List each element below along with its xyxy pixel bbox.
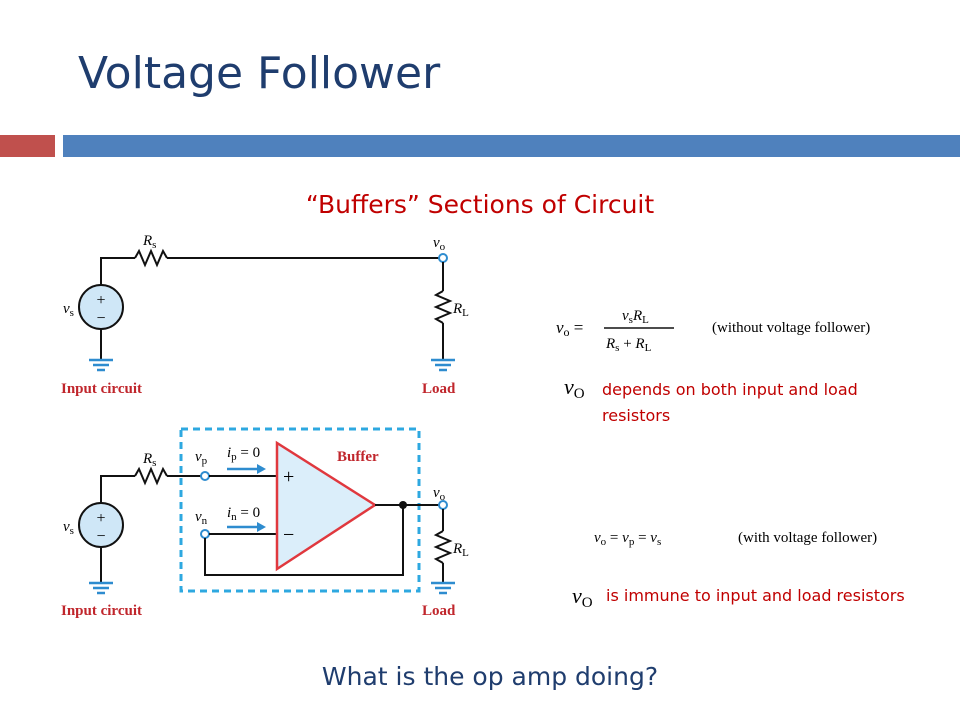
svg-text:Rs + RL: Rs + RL: [605, 336, 652, 354]
rs-label: Rs: [142, 233, 156, 251]
title-underline-blue: [63, 135, 960, 157]
vo-symbol: vO: [564, 374, 585, 402]
load-caption: Load: [422, 381, 456, 397]
svg-text:vsRL: vsRL: [622, 308, 649, 326]
op-amp: [275, 440, 378, 572]
voltage-follower-circuit-diagram: + − + − Rs vp vn ip = 0 in = 0 Buffer vo…: [61, 427, 469, 619]
voltage-source: [78, 284, 124, 330]
question-text: What is the op amp doing?: [321, 662, 659, 691]
svg-text:vO: vO: [564, 374, 585, 402]
opamp-minus: −: [283, 524, 294, 546]
vp-terminal: [200, 471, 210, 481]
rl-label: RL: [452, 541, 469, 559]
top-wire-left: [100, 257, 135, 285]
source-plus: +: [96, 510, 105, 527]
svg-text:(without voltage follower): (without voltage follower): [712, 320, 870, 336]
svg-text:(with voltage follower): (with voltage follower): [738, 530, 877, 546]
slide-title: Voltage Follower: [78, 48, 441, 99]
svg-text:vo =: vo =: [556, 318, 583, 339]
buffer-box: [179, 427, 421, 593]
ground-icon: [89, 581, 113, 595]
ground-icon: [431, 581, 455, 595]
ip-arrow-icon: [227, 464, 266, 474]
svg-text:vo = vp = vs: vo = vp = vs: [594, 530, 661, 548]
ground-icon: [89, 358, 113, 372]
in-label: in = 0: [227, 505, 260, 523]
source-minus: −: [96, 310, 105, 327]
load-caption: Load: [422, 603, 456, 619]
input-circuit-caption: Input circuit: [61, 381, 142, 397]
vp-label: vp: [195, 449, 208, 467]
note-immune: is immune to input and load resistors: [606, 586, 905, 605]
buffer-label: Buffer: [337, 449, 379, 465]
equation-with-follower: vo = vp = vs (with voltage follower): [594, 530, 877, 548]
rs-resistor: [134, 248, 168, 268]
vo-label: vo: [433, 235, 446, 253]
opamp-plus: +: [283, 466, 294, 488]
equation-without-follower: vo = vsRL Rs + RL (without voltage follo…: [556, 308, 870, 354]
input-circuit-caption: Input circuit: [61, 603, 142, 619]
rl-label: RL: [452, 301, 469, 319]
vn-terminal: [200, 529, 210, 539]
vn-label: vn: [195, 509, 208, 527]
source-minus: −: [96, 528, 105, 545]
feedback-wire: [204, 505, 404, 576]
rl-resistor: [433, 530, 453, 564]
ip-label: ip = 0: [227, 445, 260, 463]
title-underline-red: [0, 135, 55, 157]
source-plus: +: [96, 292, 105, 309]
ground-icon: [431, 358, 455, 372]
voltage-source: [78, 502, 124, 548]
svg-text:vO: vO: [572, 583, 593, 611]
input-load-circuit-diagram: + − Rs vo RL vs Input circuit Load: [61, 233, 469, 397]
slide-subtitle: “Buffers” Sections of Circuit: [305, 190, 655, 219]
vs-label: vs: [63, 519, 74, 537]
in-arrow-icon: [227, 522, 266, 532]
rs-resistor: [134, 466, 168, 486]
vo-terminal: [438, 253, 448, 263]
output-node: [399, 501, 407, 509]
note-depends: depends on both input and load resistors: [602, 380, 858, 425]
rl-resistor: [433, 290, 453, 324]
vo-symbol: vO: [572, 583, 593, 611]
vo-label: vo: [433, 485, 446, 503]
input-wire-left: [100, 475, 135, 503]
vs-label: vs: [63, 301, 74, 319]
rs-label: Rs: [142, 451, 156, 469]
